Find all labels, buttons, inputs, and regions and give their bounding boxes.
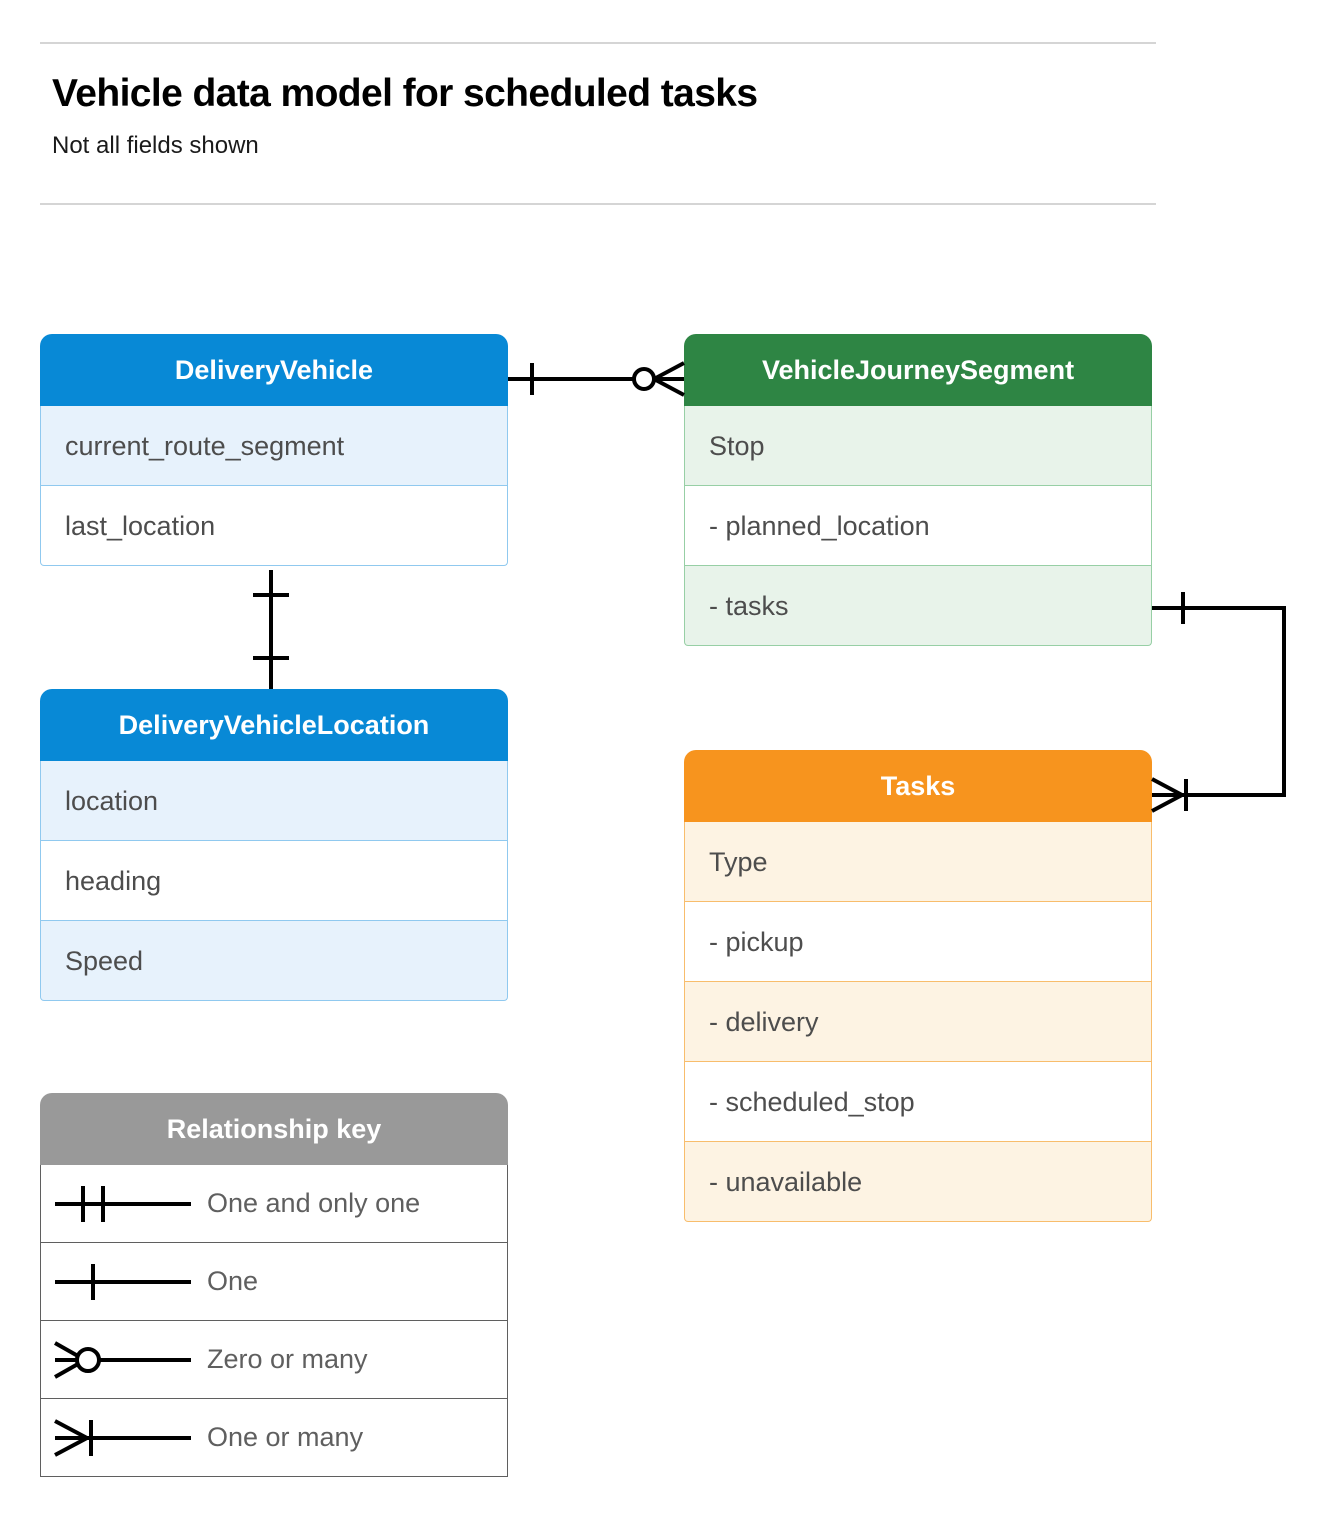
legend-item-label: Zero or many [207,1344,368,1374]
legend-item-label: One and only one [207,1188,421,1218]
entity-field-row: - planned_location [684,486,1152,566]
entity-field-row: last_location [40,486,508,566]
entity-field-row: - scheduled_stop [684,1062,1152,1142]
entity-field-row: - delivery [684,982,1152,1062]
relationship-key-title: Relationship key [40,1093,508,1165]
entity-field-row: Speed [40,921,508,1001]
page-subtitle: Not all fields shown [52,132,259,159]
entity-delivery-vehicle-title: DeliveryVehicle [40,334,508,406]
one-and-only-one-icon [41,1165,201,1242]
entity-field-row: Stop [684,406,1152,486]
connector-vehicle-to-journeysegment [508,361,685,397]
legend-item-zero-or-many: Zero or many [40,1321,508,1399]
relationship-key-legend[interactable]: Relationship key One and only one One [40,1093,508,1477]
legend-item-label: One [207,1266,259,1296]
one-icon [41,1243,201,1320]
connector-journeysegment-to-tasks [1151,592,1286,813]
legend-item-one-or-many: One or many [40,1399,508,1477]
entity-tasks-title: Tasks [684,750,1152,822]
legend-item-one-and-only-one: One and only one [40,1165,508,1243]
header-divider-bottom [40,203,1156,205]
entity-field-row: location [40,761,508,841]
entity-delivery-vehicle[interactable]: DeliveryVehicle current_route_segment la… [40,334,508,566]
header-divider-top [40,42,1156,44]
page-title: Vehicle data model for scheduled tasks [52,72,758,115]
entity-field-row: - tasks [684,566,1152,646]
entity-field-row: heading [40,841,508,921]
entity-vehicle-journey-segment[interactable]: VehicleJourneySegment Stop - planned_loc… [684,334,1152,646]
entity-field-row: current_route_segment [40,406,508,486]
entity-delivery-vehicle-location-title: DeliveryVehicleLocation [40,689,508,761]
one-or-many-icon [41,1399,201,1476]
legend-item-one: One [40,1243,508,1321]
connector-vehicle-to-vehiclelocation [253,570,289,689]
entity-vehicle-journey-segment-title: VehicleJourneySegment [684,334,1152,406]
entity-delivery-vehicle-location[interactable]: DeliveryVehicleLocation location heading… [40,689,508,1001]
entity-field-row: - pickup [684,902,1152,982]
entity-field-row: Type [684,822,1152,902]
entity-tasks[interactable]: Tasks Type - pickup - delivery - schedul… [684,750,1152,1222]
legend-item-label: One or many [207,1422,364,1452]
zero-or-many-icon [41,1321,201,1398]
entity-field-row: - unavailable [684,1142,1152,1222]
